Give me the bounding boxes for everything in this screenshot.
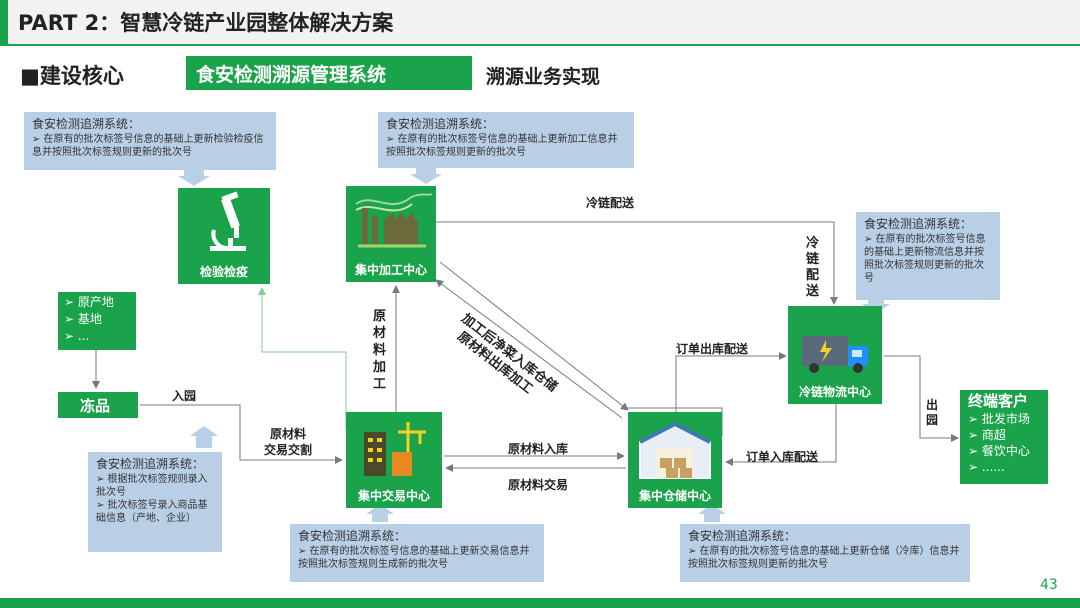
section-subheading: 溯源业务实现 <box>486 66 601 88</box>
edge-label-cold-chain-vertical: 冷链配送 <box>806 236 820 299</box>
customer-item: ➢ ...... <box>968 460 1005 474</box>
title-bar <box>0 0 1080 44</box>
origin-box: ➢ 原产地 ➢ 基地 ➢ ... <box>58 292 136 350</box>
title-accent-bar <box>0 0 8 44</box>
note-line: ➢ 在原有的批次标签号信息的基础上更新检验检疫信息并按照批次标签规则更新的批次号 <box>32 134 264 158</box>
note-line: ➢ 根据批次标签规则录入批次号 <box>96 474 208 498</box>
edge-enter-park <box>140 404 343 464</box>
note-line: ➢ 在原有的批次标签号信息的基础上更新加工信息并按照批次标签规则更新的批次号 <box>386 134 618 158</box>
pointer-storage <box>698 504 726 522</box>
edge-label-enter-park: 入园 <box>172 389 197 403</box>
note-logistics: 食安检测追溯系统： ➢ 在原有的批次标签号信息的基础上更新物流信息并按照批次标签… <box>856 212 1000 300</box>
edge-order-out <box>675 352 787 412</box>
edge-label-cold-chain: 冷链配送 <box>586 196 635 210</box>
note-line: ➢ 批次标签号录入商品基础信息（产地、企业） <box>96 500 208 524</box>
note-title: 食安检测追溯系统： <box>864 217 973 231</box>
note-line: ➢ 在原有的批次标签号信息的基础上更新物流信息并按照批次标签规则更新的批次号 <box>864 234 986 284</box>
node-processing: 集中加工中心 <box>346 186 436 282</box>
node-label: 集中交易中心 <box>357 489 430 503</box>
edge-raw-out-processing <box>435 279 623 419</box>
node-label: 集中仓储中心 <box>638 489 711 503</box>
pointer-trading <box>366 504 394 522</box>
edge-processed-storage <box>439 261 629 411</box>
pointer-processing <box>410 168 442 184</box>
factory-icon <box>355 193 433 248</box>
pointer-inspection <box>178 170 210 186</box>
edge-cold-chain <box>436 221 838 305</box>
edge-label-raw-in: 原材料入库 <box>508 442 569 456</box>
customer-item: ➢ 餐饮中心 <box>968 444 1030 458</box>
note-title: 食安检测追溯系统： <box>96 457 205 471</box>
pointer-entry <box>190 426 218 448</box>
edge-label-raw-trade-1: 原材料 <box>270 427 307 441</box>
note-line: ➢ 在原有的批次标签号信息的基础上更新交易信息并按照批次标签规则生成新的批次号 <box>298 546 530 570</box>
edge-label-exit-park: 出园 <box>926 398 939 427</box>
origin-item: ➢ 基地 <box>64 312 102 326</box>
node-storage: 集中仓储中心 <box>628 412 722 508</box>
note-title: 食安检测追溯系统： <box>386 117 495 131</box>
node-logistics: 冷链物流中心 <box>788 306 882 404</box>
edge-trading-inspection <box>258 287 347 430</box>
node-inspection: 检验检疫 <box>178 188 270 284</box>
note-title: 食安检测追溯系统： <box>32 117 141 131</box>
customer-item: ➢ 批发市场 <box>968 412 1030 426</box>
truck-icon <box>802 336 868 373</box>
note-title: 食安检测追溯系统： <box>688 529 797 543</box>
note-entry: 食安检测追溯系统： ➢ 根据批次标签规则录入批次号 ➢ 批次标签号录入商品基础信… <box>88 452 222 552</box>
section-heading: ■建设核心 <box>20 64 124 88</box>
node-label: 集中加工中心 <box>354 263 427 277</box>
frozen-goods-box: 冻品 <box>58 392 138 418</box>
note-line: ➢ 在原有的批次标签号信息的基础上更新仓储（冷库）信息并按照批次标签规则更新的批… <box>688 546 960 570</box>
edge-order-in <box>725 404 837 466</box>
note-trading: 食安检测追溯系统： ➢ 在原有的批次标签号信息的基础上更新交易信息并按照批次标签… <box>290 524 544 582</box>
buildings-icon <box>364 422 426 476</box>
origin-item: ➢ 原产地 <box>64 295 114 309</box>
note-inspection: 食安检测追溯系统： ➢ 在原有的批次标签号信息的基础上更新检验检疫信息并按照批次… <box>24 112 276 170</box>
note-processing: 食安检测追溯系统： ➢ 在原有的批次标签号信息的基础上更新加工信息并按照批次标签… <box>378 112 634 168</box>
footer-bar <box>0 598 1080 608</box>
node-label: 检验检疫 <box>199 265 248 279</box>
title-underline <box>0 44 1080 46</box>
origin-item: ➢ ... <box>64 329 90 343</box>
edge-storage-top <box>622 407 723 436</box>
node-trading: 集中交易中心 <box>346 412 442 508</box>
page-title: PART 2：智慧冷链产业园整体解决方案 <box>18 11 394 35</box>
note-storage: 食安检测追溯系统： ➢ 在原有的批次标签号信息的基础上更新仓储（冷库）信息并按照… <box>680 524 970 582</box>
customer-title: 终端客户 <box>968 392 1029 410</box>
edge-exit-park <box>884 355 959 442</box>
note-title: 食安检测追溯系统： <box>298 529 407 543</box>
node-label: 冷链物流中心 <box>798 385 871 399</box>
edge-label-raw-trade-2: 交易交割 <box>264 443 313 457</box>
edge-label-raw-processing: 原材料加工 <box>373 309 387 392</box>
edge-label-order-in: 订单入库配送 <box>746 450 819 464</box>
edge-label-order-out: 订单出库配送 <box>676 342 749 356</box>
system-tag: 食安检测溯源管理系统 <box>186 56 472 90</box>
microscope-icon <box>210 191 246 251</box>
customer-item: ➢ 商超 <box>968 428 1006 442</box>
customer-box: 终端客户 ➢ 批发市场 ➢ 商超 ➢ 餐饮中心 ➢ ...... <box>960 390 1048 484</box>
edge-label-raw-trade: 原材料交易 <box>508 478 569 492</box>
page-number: 43 <box>1040 577 1058 593</box>
warehouse-icon <box>639 421 711 479</box>
